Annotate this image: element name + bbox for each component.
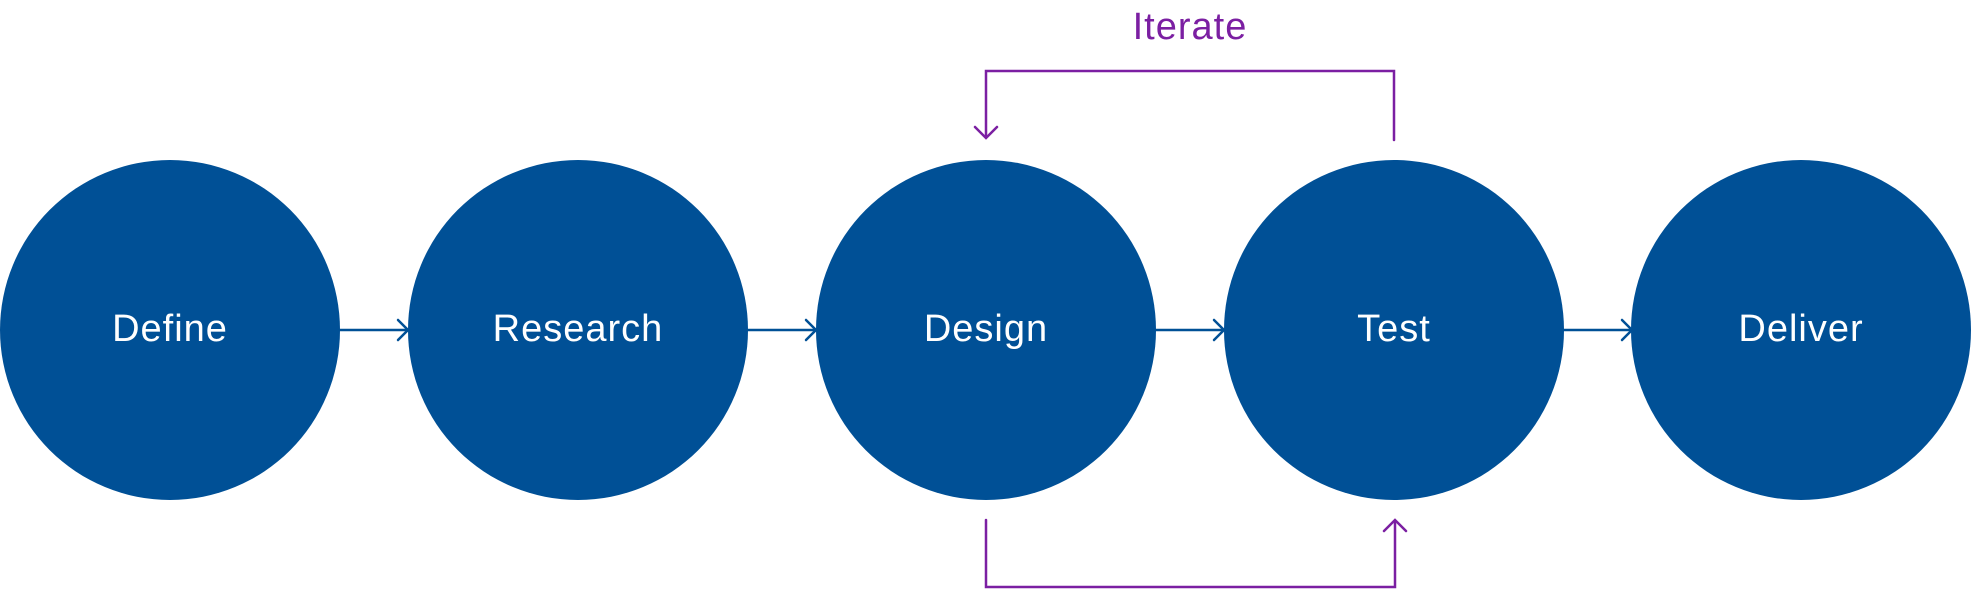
stage-circle bbox=[1224, 160, 1564, 500]
stage-label-research: Research bbox=[493, 308, 664, 350]
flow-arrow-research-design bbox=[746, 318, 818, 342]
iterate-label: Iterate bbox=[1133, 6, 1248, 48]
flow-arrow-define-research bbox=[338, 318, 410, 342]
stage-circle bbox=[0, 160, 340, 500]
stage-label-test: Test bbox=[1357, 308, 1431, 350]
stage-test: Test bbox=[1224, 160, 1564, 500]
flow-arrow-design-test bbox=[1154, 318, 1226, 342]
flow-arrow-test-deliver bbox=[1562, 318, 1634, 342]
iterate-loop-top bbox=[973, 69, 1396, 142]
stage-circle bbox=[1631, 160, 1971, 500]
stage-design: Design bbox=[816, 160, 1156, 500]
iterate-loop-bottom bbox=[984, 518, 1408, 589]
stage-deliver: Deliver bbox=[1631, 160, 1971, 500]
stage-label-deliver: Deliver bbox=[1738, 308, 1863, 350]
stage-circle bbox=[816, 160, 1156, 500]
stage-define: Define bbox=[0, 160, 340, 500]
stage-research: Research bbox=[408, 160, 748, 500]
stage-circle bbox=[408, 160, 748, 500]
stage-label-define: Define bbox=[112, 308, 228, 350]
stage-label-design: Design bbox=[924, 308, 1048, 350]
